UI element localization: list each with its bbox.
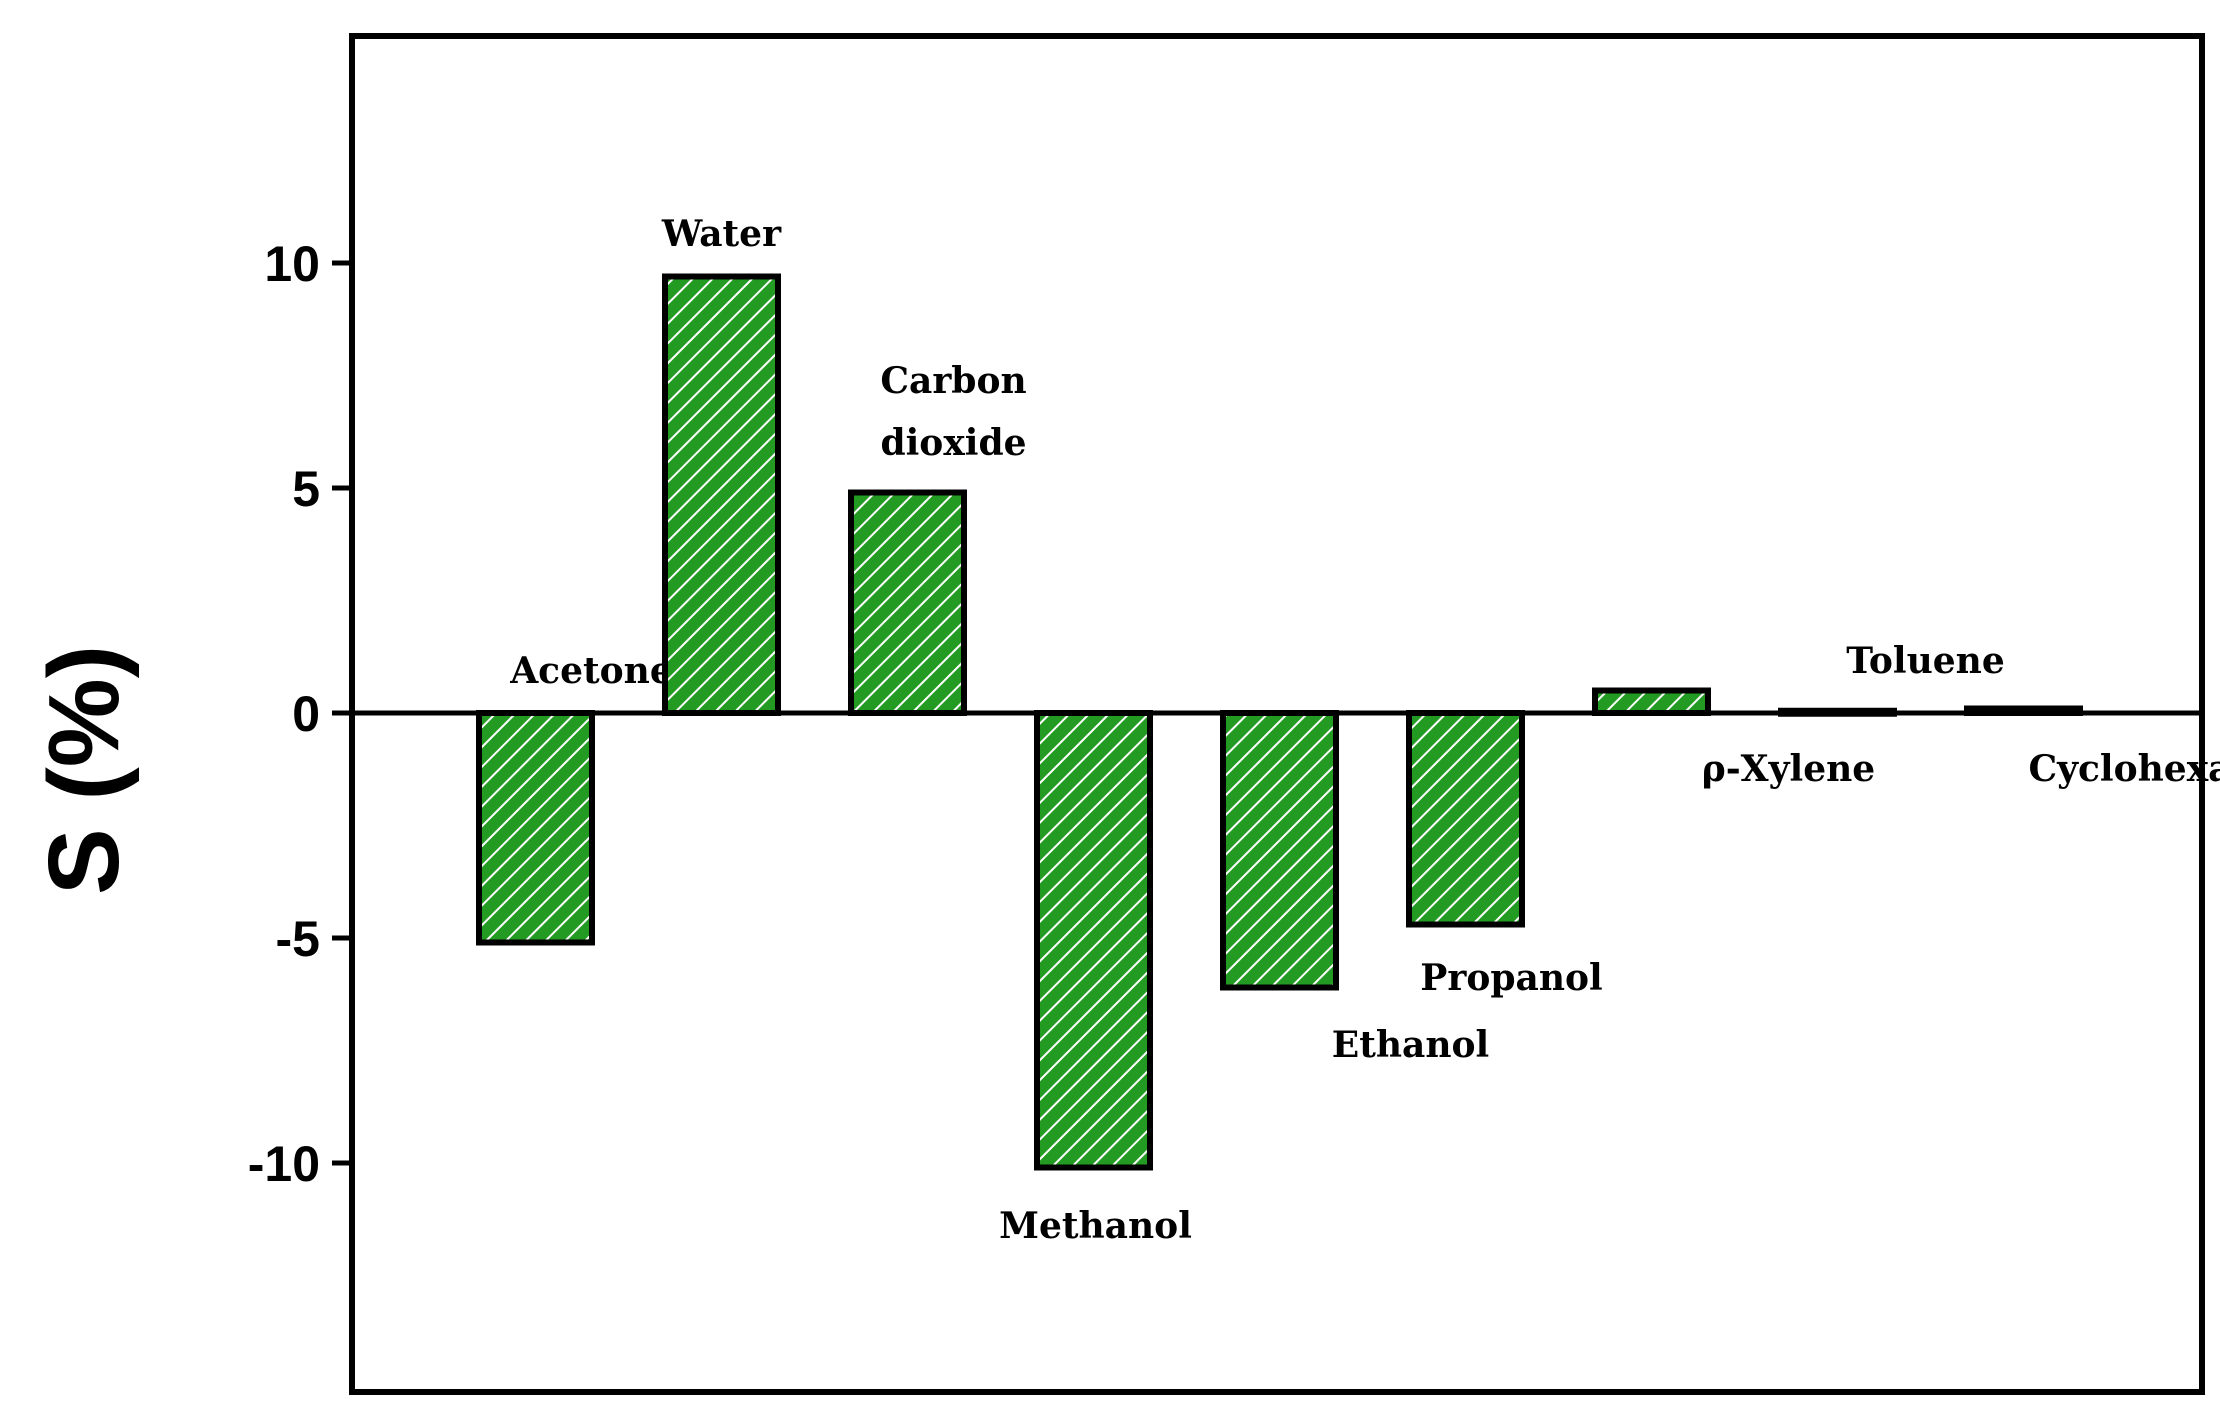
bar-water	[662, 273, 781, 716]
bar-label: Cyclohexane	[2028, 748, 2220, 790]
bar-label: Toluene	[1846, 640, 2005, 682]
bar-label: Methanol	[999, 1205, 1192, 1247]
bar-label: Carbon	[880, 360, 1026, 402]
bar-label: Water	[661, 213, 782, 255]
y-tick-label: -10	[248, 1136, 320, 1192]
y-tick-label: 0	[292, 686, 320, 742]
y-tick-label: 10	[264, 236, 320, 292]
bar-ethanol	[1220, 710, 1339, 991]
bar-acetone	[476, 710, 595, 946]
y-axis-label: S (%)	[28, 645, 140, 895]
bar-methanol	[1034, 710, 1153, 1171]
bar-label: Propanol	[1420, 957, 1602, 999]
y-tick-label: -5	[276, 911, 320, 967]
bar-propanol	[1406, 710, 1525, 928]
bar-label: Acetone	[509, 650, 672, 692]
bar-label: ρ-Xylene	[1702, 748, 1875, 790]
bar-label: dioxide	[880, 422, 1026, 464]
bar--xylene	[1592, 687, 1711, 716]
bar-carbon-dioxide	[848, 489, 967, 716]
bar-label: Ethanol	[1332, 1024, 1489, 1066]
y-tick-label: 5	[292, 461, 320, 517]
